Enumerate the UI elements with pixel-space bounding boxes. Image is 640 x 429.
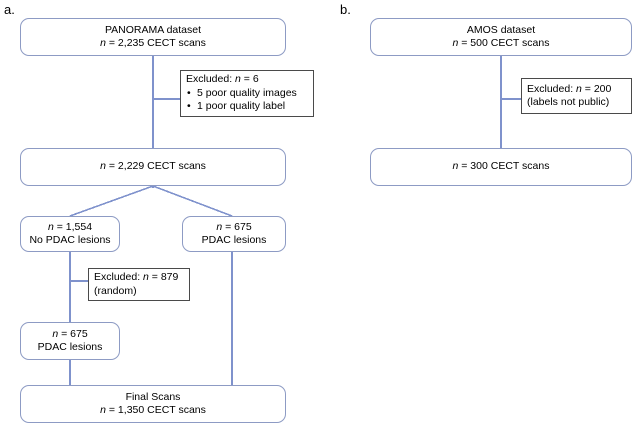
excluded-200-note: (labels not public)	[527, 96, 610, 108]
pdac-675-box: n = 675 PDAC lesions	[182, 216, 286, 252]
pdac-lower-count: n = 675	[52, 327, 88, 340]
excluded-6-box: Excluded: n = 6 5 poor quality images 1 …	[180, 70, 314, 117]
excluded-879-heading: Excluded: n = 879	[94, 271, 179, 284]
connector-diagonal-left	[69, 185, 154, 217]
pdac-count: n = 675	[216, 220, 252, 233]
connector-diagonal-right	[152, 185, 233, 217]
pdac-desc: PDAC lesions	[201, 234, 267, 246]
pdac-lower-desc: PDAC lesions	[37, 341, 103, 353]
final-scans-box: Final Scans n = 1,350 CECT scans	[20, 385, 286, 423]
final-count: n = 1,350 CECT scans	[100, 404, 206, 416]
final-title: Final Scans	[125, 390, 181, 403]
no-pdac-desc: No PDAC lesions	[29, 234, 111, 246]
excluded-6-bullet-2: 1 poor quality label	[186, 100, 297, 114]
panorama-dataset-box: PANORAMA dataset n = 2,235 CECT scans	[20, 18, 286, 56]
amos-count: n = 500 CECT scans	[452, 37, 550, 49]
excluded-6-bullets: 5 poor quality images 1 poor quality lab…	[186, 87, 297, 114]
panorama-title: PANORAMA dataset	[104, 23, 202, 36]
scans-300-count: n = 300 CECT scans	[452, 160, 550, 173]
excluded-6-heading: Excluded: n = 6	[186, 73, 259, 86]
panel-b-label: b.	[340, 2, 351, 17]
panorama-count: n = 2,235 CECT scans	[100, 37, 206, 49]
scans-2229-count: n = 2,229 CECT scans	[100, 160, 206, 173]
panel-a-label: a.	[4, 2, 15, 17]
excluded-879-note: (random)	[94, 284, 137, 297]
excluded-6-bullet-1: 5 poor quality images	[186, 87, 297, 101]
scans-300-box: n = 300 CECT scans	[370, 148, 632, 186]
excluded-879-box: Excluded: n = 879 (random)	[88, 268, 190, 301]
excluded-200-heading: Excluded: n = 200	[527, 82, 612, 95]
pdac-675-lower-box: n = 675 PDAC lesions	[20, 322, 120, 360]
no-pdac-count: n = 1,554	[47, 220, 93, 233]
amos-title: AMOS dataset	[466, 23, 536, 36]
no-pdac-1554-box: n = 1,554 No PDAC lesions	[20, 216, 120, 252]
scans-2229-box: n = 2,229 CECT scans	[20, 148, 286, 186]
excluded-200-box: Excluded: n = 200 (labels not public)	[521, 78, 632, 114]
amos-dataset-box: AMOS dataset n = 500 CECT scans	[370, 18, 632, 56]
